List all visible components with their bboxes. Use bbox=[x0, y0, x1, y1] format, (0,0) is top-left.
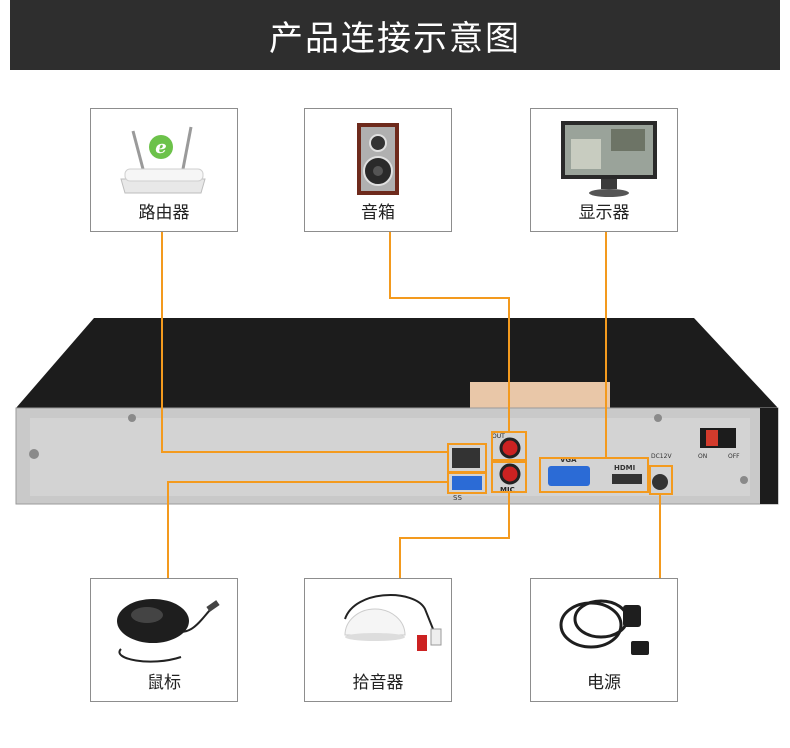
power-cord-icon bbox=[559, 599, 649, 655]
audio-out-label: OUT bbox=[492, 433, 505, 440]
switch-on-label: ON bbox=[698, 453, 707, 460]
mouse-icon bbox=[117, 599, 220, 663]
vga-port-label: VGA bbox=[560, 456, 577, 464]
hdmi-port bbox=[612, 474, 642, 484]
hdmi-port-label: HDMI bbox=[614, 464, 635, 472]
router-card: e 路由器 bbox=[90, 108, 238, 232]
microphone-connection-line bbox=[399, 492, 510, 578]
microphone-icon bbox=[344, 594, 442, 651]
speaker-icon bbox=[357, 123, 399, 195]
microphone-card: 拾音器 bbox=[304, 578, 452, 702]
router-icon: e bbox=[120, 126, 206, 194]
page-title: 产品连接示意图 bbox=[10, 0, 780, 70]
lan-port bbox=[452, 448, 480, 468]
power-port-label: DC12V bbox=[651, 453, 672, 460]
monitor-card: 显示器 bbox=[530, 108, 678, 232]
power-label: 电源 bbox=[587, 673, 621, 693]
mouse-card: 鼠标 bbox=[90, 578, 238, 702]
speaker-label: 音箱 bbox=[361, 203, 395, 223]
switch-off-label: OFF bbox=[728, 453, 740, 460]
router-connection-line bbox=[161, 232, 448, 453]
mic-port-label: MIC bbox=[500, 486, 515, 494]
speaker-card: 音箱 bbox=[304, 108, 452, 232]
router-label: 路由器 bbox=[138, 203, 190, 223]
power-port bbox=[652, 474, 668, 490]
audio-out-port bbox=[499, 437, 521, 459]
microphone-label: 拾音器 bbox=[352, 673, 404, 693]
svg-text:e: e bbox=[155, 137, 166, 158]
power-card: 电源 bbox=[530, 578, 678, 702]
mic-port bbox=[499, 463, 521, 485]
power-switch-rocker bbox=[706, 430, 718, 446]
usb-port-label: SS bbox=[453, 494, 462, 502]
vga-port bbox=[548, 466, 590, 486]
speaker-connection-line bbox=[389, 232, 510, 432]
monitor-label: 显示器 bbox=[578, 203, 630, 223]
usb-port bbox=[452, 476, 482, 490]
mouse-connection-line bbox=[167, 481, 448, 578]
monitor-icon bbox=[561, 121, 657, 197]
mouse-label: 鼠标 bbox=[147, 673, 181, 693]
